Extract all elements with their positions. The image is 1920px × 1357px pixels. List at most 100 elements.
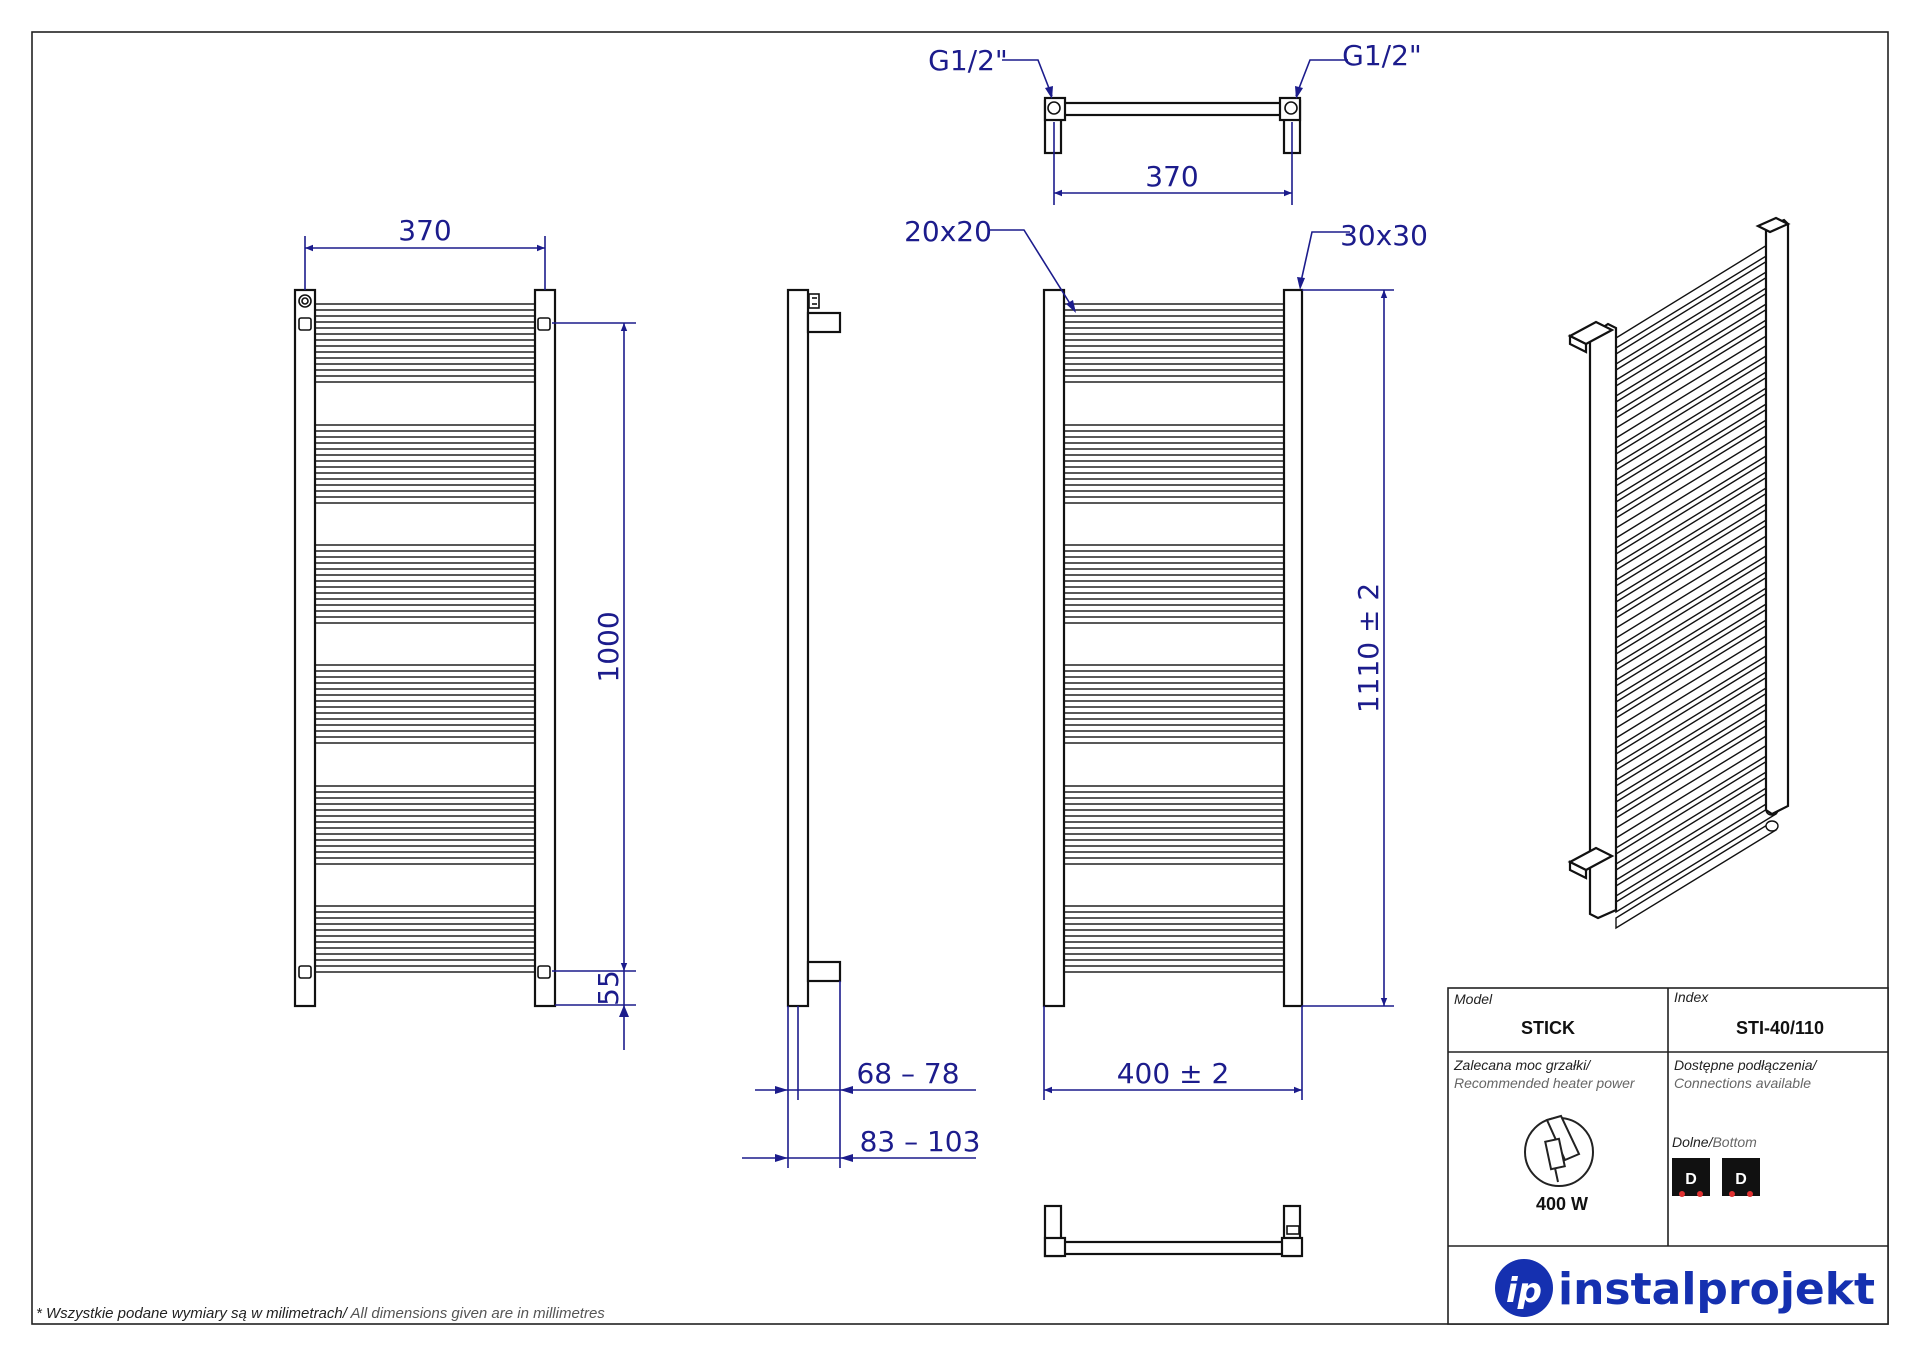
rail-bar [314, 821, 536, 829]
rail-bar [314, 953, 536, 961]
dim-total-width: 400 ± 2 [1117, 1057, 1230, 1090]
rail-bar [1063, 424, 1285, 432]
rail-bar [1063, 965, 1285, 973]
rail-bar [314, 315, 536, 323]
rail-bar [1063, 688, 1285, 696]
rail-bar [314, 604, 536, 612]
rail-bar [1063, 953, 1285, 961]
tube-size-large: 30x30 [1340, 219, 1428, 252]
isometric-view [1567, 216, 1791, 930]
index-label: Index [1674, 989, 1709, 1005]
rail-bar [314, 556, 536, 564]
rail-bar [1063, 496, 1285, 504]
rail-bar [1063, 845, 1285, 853]
rail-bar [314, 544, 536, 552]
rail-bar [1063, 700, 1285, 708]
rail-bar [1063, 797, 1285, 805]
rail-bar [1063, 724, 1285, 732]
rail-bar [314, 592, 536, 600]
rail-bar [314, 676, 536, 684]
rail-bar [314, 700, 536, 708]
rail-bar [1063, 712, 1285, 720]
rail-bar [1063, 472, 1285, 480]
power-label-pl: Zalecana moc grzałki/ [1453, 1057, 1592, 1073]
iso-rail-end [1765, 820, 1779, 832]
rail-bar [1063, 484, 1285, 492]
rail-bar [314, 580, 536, 588]
rail-bar [314, 616, 536, 624]
rail-bar [314, 568, 536, 576]
rail-bar [314, 929, 536, 937]
rail-bar [314, 712, 536, 720]
rail-bar [1063, 568, 1285, 576]
rail-bar [1063, 580, 1285, 588]
rail-bar [314, 917, 536, 925]
rail-bar [1063, 460, 1285, 468]
rail-bar [1063, 785, 1285, 793]
svg-text:D: D [1685, 1171, 1697, 1188]
rail-bar [314, 965, 536, 973]
svg-text:instalprojekt: instalprojekt [1558, 1264, 1875, 1315]
rail-bar [314, 375, 536, 383]
connection-badge-bottom-1: D [1672, 1158, 1710, 1197]
rail-bar [1063, 676, 1285, 684]
connections-label-en: Connections available [1674, 1075, 1811, 1091]
rail-bar [314, 941, 536, 949]
rail-bar [1063, 833, 1285, 841]
rail-bar [1063, 351, 1285, 359]
title-block: Model STICK Index STI-40/110 Zalecana mo… [1447, 987, 1889, 1325]
rail-bar [1063, 375, 1285, 383]
rail-bar [314, 436, 536, 444]
dim-side-depth-1: 68 – 78 [856, 1057, 959, 1090]
rail-bar [314, 785, 536, 793]
rail-bar [1063, 664, 1285, 672]
connection-left-label: G1/2" [928, 44, 1008, 77]
rail-bar [1063, 303, 1285, 311]
power-label-en: Recommended heater power [1454, 1075, 1636, 1091]
dim-spacing-55: 55 [592, 970, 625, 1006]
bottom-view [1043, 1204, 1304, 1258]
connection-right-label: G1/2" [1342, 39, 1422, 72]
rail-bar [1063, 809, 1285, 817]
dim-front-width: 370 [398, 214, 451, 247]
rail-bar [314, 484, 536, 492]
instalprojekt-logo: ip instalprojekt [1495, 1259, 1875, 1317]
front-dimensioned-view: 20x20 30x30 1110 ± 2 400 ± 2 [904, 215, 1428, 1100]
index-value: STI-40/110 [1736, 1018, 1824, 1038]
rail-bar [1063, 736, 1285, 744]
side-view: 68 – 78 83 – 103 [742, 288, 981, 1168]
rail-bar [1063, 556, 1285, 564]
rail-bar [1063, 929, 1285, 937]
dim-side-depth-2: 83 – 103 [860, 1125, 981, 1158]
rail-bar [314, 688, 536, 696]
rail-bar [314, 797, 536, 805]
rail-bar [1063, 339, 1285, 347]
rail-bar [1063, 436, 1285, 444]
rail-bar [314, 460, 536, 468]
rail-bar [314, 472, 536, 480]
rail-bar [314, 448, 536, 456]
bottom-connection-label: Dolne/Bottom [1672, 1134, 1757, 1150]
rail-bar [314, 424, 536, 432]
model-label: Model [1454, 991, 1493, 1007]
connection-badge-bottom-2: D [1722, 1158, 1760, 1197]
svg-text:ip: ip [1506, 1271, 1542, 1311]
rail-bar [1063, 917, 1285, 925]
rail-bar [314, 736, 536, 744]
top-view: G1/2" G1/2" 370 [928, 39, 1422, 205]
rail-bar [1063, 857, 1285, 865]
rail-bar [314, 905, 536, 913]
rail-bar [314, 351, 536, 359]
rail-bar [1063, 448, 1285, 456]
rail-bar [1063, 905, 1285, 913]
rail-bar [1063, 315, 1285, 323]
rail-bar [314, 327, 536, 335]
rail-bar [314, 845, 536, 853]
heater-icon [1524, 1114, 1594, 1187]
rail-bar [1063, 544, 1285, 552]
rail-bar [314, 724, 536, 732]
rail-bar [1063, 363, 1285, 371]
rail-bar [314, 664, 536, 672]
model-value: STICK [1521, 1018, 1575, 1038]
